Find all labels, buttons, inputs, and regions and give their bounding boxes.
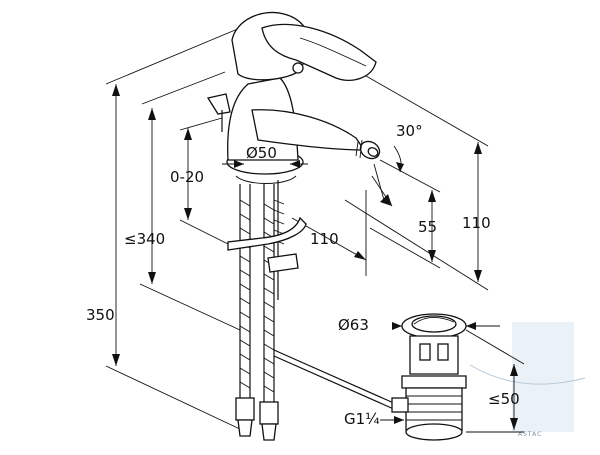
label-dia-waste: Ø63 (338, 316, 369, 334)
dimension-waste-height (465, 329, 525, 433)
label-thread: G1¼ (344, 410, 380, 428)
dimension-lift-range (179, 117, 237, 249)
watermark-logo: ASTAC (469, 364, 586, 438)
label-max-height: ≤340 (124, 230, 165, 248)
dimension-total-height (105, 27, 243, 431)
dimension-spout-height (369, 159, 441, 269)
pop-up-waste (391, 313, 467, 441)
supply-hoses (227, 180, 397, 441)
label-spout-height: 55 (418, 218, 437, 236)
watermark-box (512, 322, 574, 432)
dimension-waste-diameter (392, 322, 500, 330)
dimension-angle (371, 145, 404, 207)
label-tap-height: 110 (462, 214, 491, 232)
label-dia-body: Ø50 (246, 144, 277, 162)
label-lift-range: 0-20 (170, 168, 204, 186)
label-total-height: 350 (86, 306, 115, 324)
dimension-max-height (139, 71, 241, 331)
label-angle: 30° (396, 122, 423, 140)
faucet-body (206, 11, 381, 184)
dimension-reach (291, 190, 367, 276)
dimension-thread (380, 416, 404, 424)
dimension-tap-height (299, 37, 489, 291)
label-waste-height: ≤50 (488, 390, 520, 408)
label-reach: 110 (310, 230, 339, 248)
watermark-text: ASTAC (518, 431, 542, 438)
